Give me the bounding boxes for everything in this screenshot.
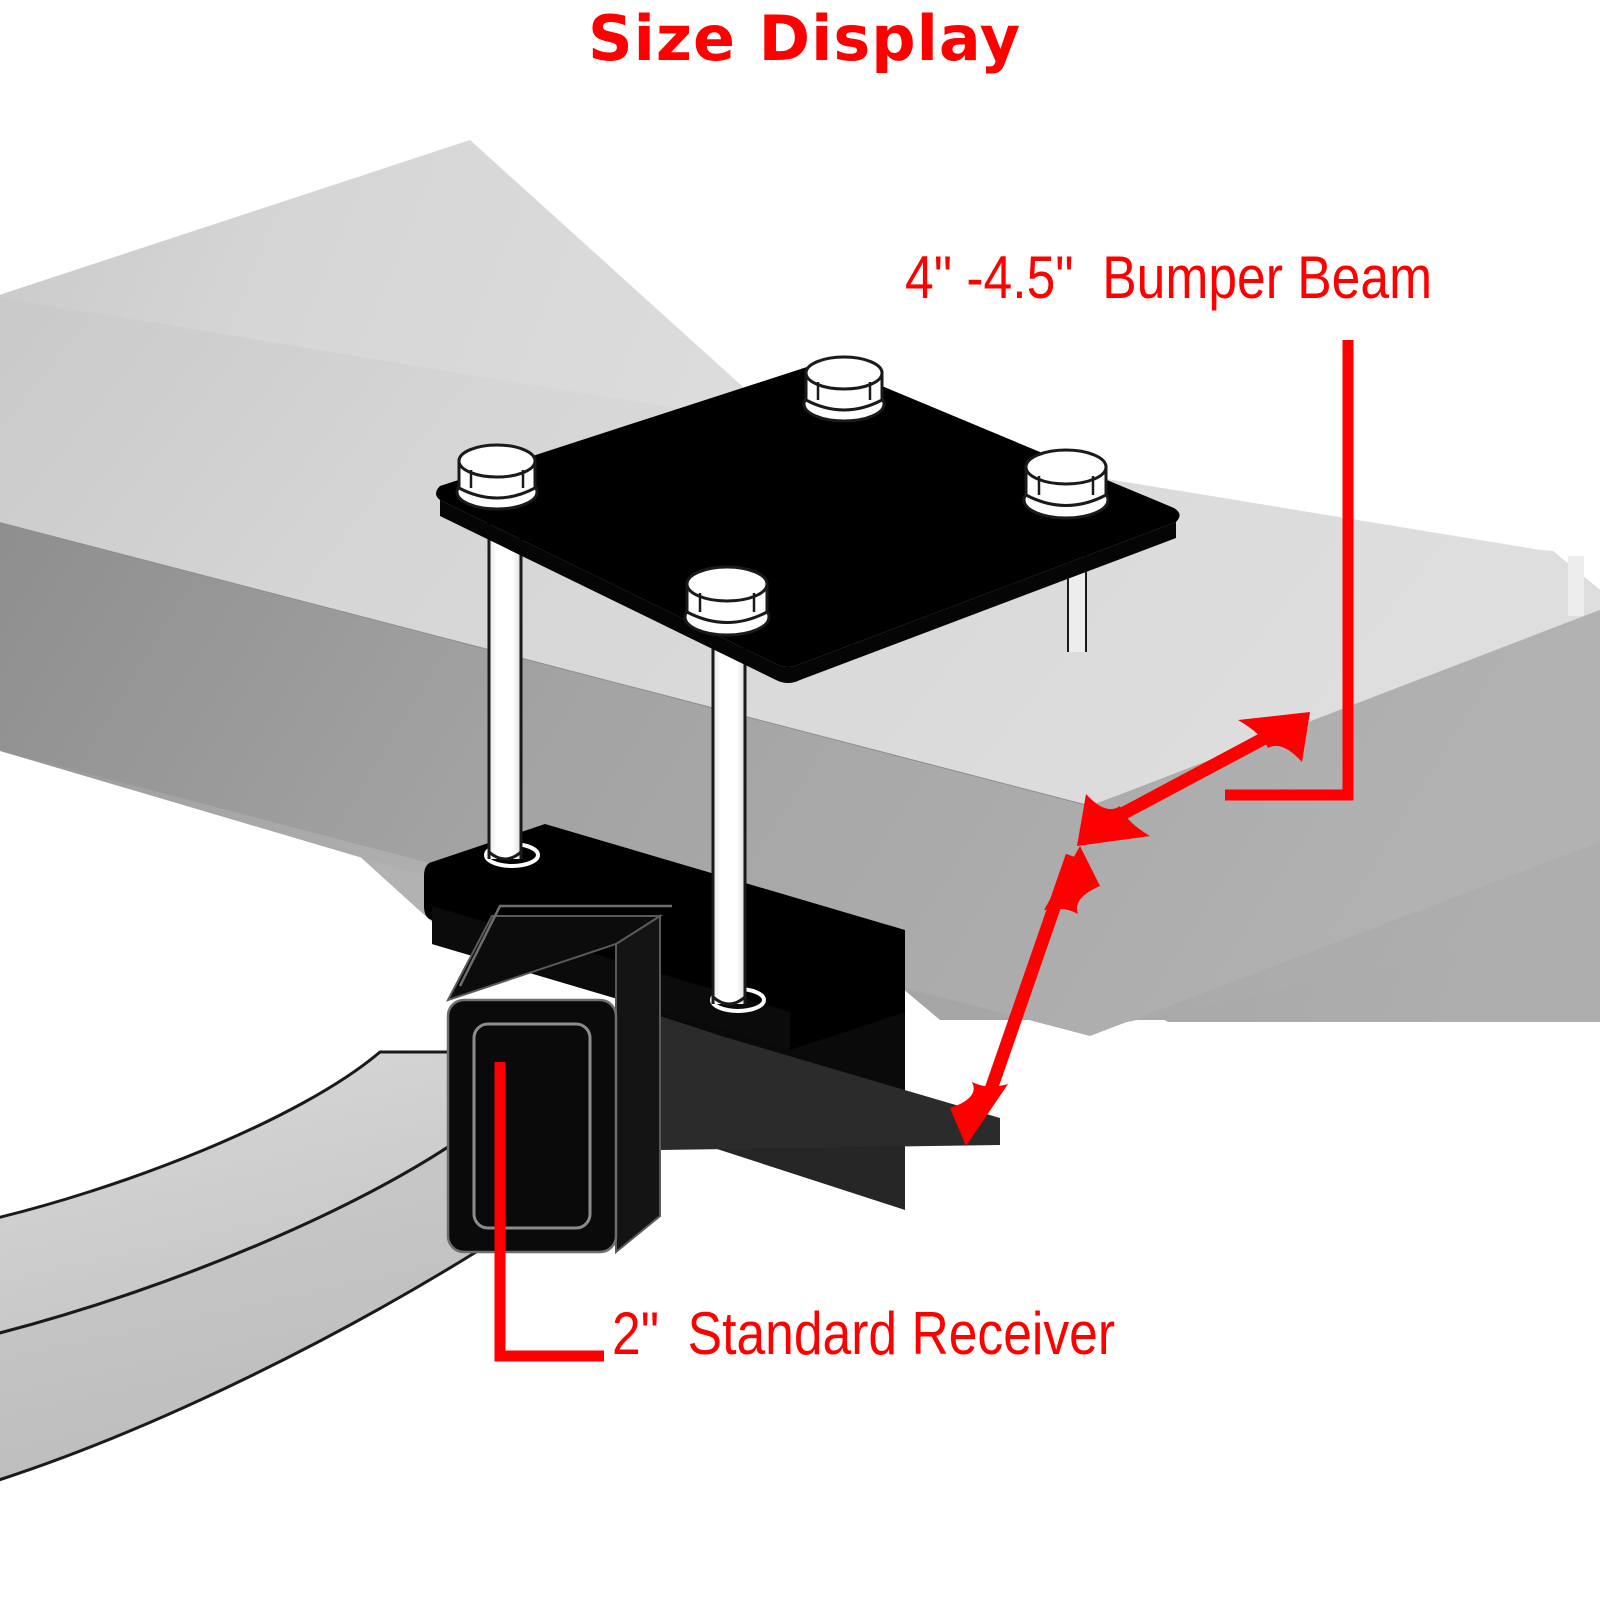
lower-plate-front-edge [432,862,790,1050]
rod-right [711,612,747,1006]
top-plate-face [436,364,1180,667]
beam-front-face [0,522,1600,1036]
tow-bar [0,1050,490,1482]
lower-clamp-plate [424,824,905,1050]
beam-leader-line [1225,340,1354,801]
bolt-left [455,443,539,511]
receiver-inner-opening [472,1022,592,1230]
receiver-top-face [445,915,664,1002]
rod-left [487,497,523,861]
threaded-rods [487,497,1584,1006]
receiver-front-face [446,998,618,1254]
bumper-beam-label: 4" -4.5" Bumper Beam [905,244,1433,311]
arrowhead-lower-left [1077,794,1150,846]
bracket-rear-slab [660,1018,1000,1150]
lower-plate-left-nose [424,862,432,920]
receiver-tube [445,904,672,1255]
receiver-side-face [615,914,661,1255]
top-plate-edge [440,500,1176,683]
beam-depth-arrow [1077,712,1310,846]
receiver-top-seam [458,904,672,987]
annotation-layer [494,340,1354,1362]
lower-plate-top-face [432,824,905,1050]
arrowhead-upper-right [1238,712,1310,762]
tow-bar-seam [0,1117,489,1335]
arrowhead-lower [950,1082,1008,1146]
top-mounting-plate [436,355,1180,683]
bolt-front [683,565,771,637]
receiver-label: 2" Standard Receiver [612,1300,1116,1367]
page-title: Size Display [588,2,1022,75]
bolt-rear [802,355,886,423]
bolt-right [1022,448,1110,520]
arrowhead-upper [1044,846,1100,914]
beam-height-arrow [950,846,1100,1146]
rod-rear-right [1568,556,1584,616]
beam-edge-line [0,522,1091,807]
receiver-leader-line [494,1062,604,1362]
